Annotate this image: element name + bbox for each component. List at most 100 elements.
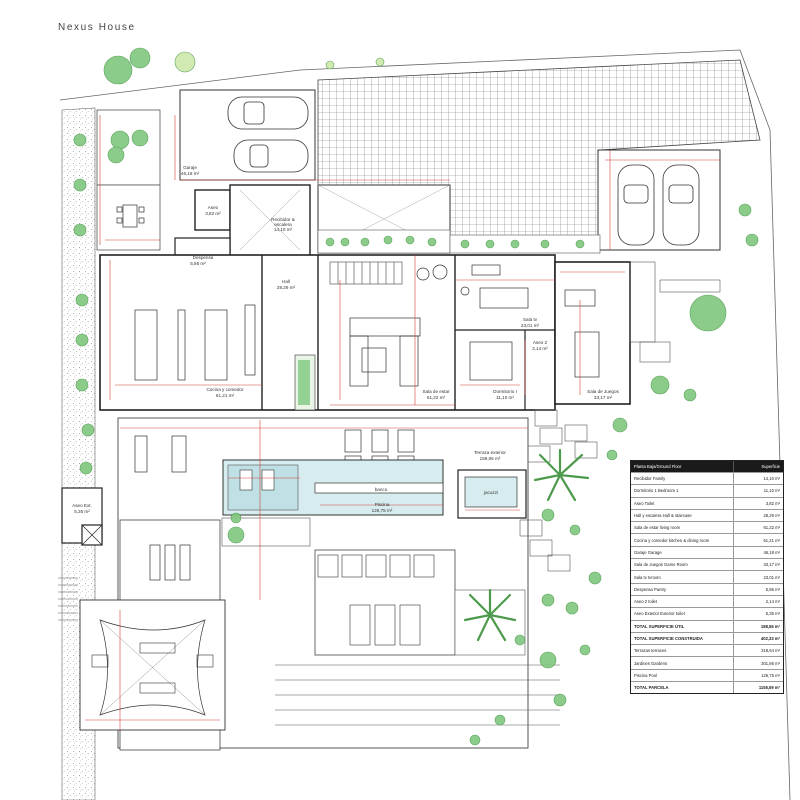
area-table-value: 11,10 m²	[733, 485, 783, 497]
dining-table-outdoor	[116, 204, 145, 228]
area-table-value: 23,01 m²	[733, 571, 783, 583]
room-sala-juegos	[554, 261, 631, 405]
area-table-row: Terrazas terraces 318,64 m²	[631, 644, 783, 657]
area-table-row: Aseo Exterior Exterior toilet 5,35 m²	[631, 607, 783, 620]
area-table-header: Planta Baja/Ground Floor Superficie	[631, 461, 783, 472]
steps-lower	[275, 664, 560, 726]
recibidor-diagonals	[239, 189, 301, 251]
label-aseo-area: 3,82 m²	[205, 211, 221, 216]
stepping-stones	[519, 409, 598, 572]
garage-left	[179, 89, 316, 181]
right-path	[629, 261, 721, 363]
area-table: Planta Baja/Ground Floor Superficie Reci…	[630, 460, 784, 695]
staircase	[329, 261, 403, 285]
garage-right	[597, 149, 721, 251]
label-despensa-area: 5,86 m²	[190, 261, 206, 266]
label-aseo: Aseo	[208, 205, 219, 210]
label-despensa: Despensa	[193, 255, 214, 260]
kitchen-furniture	[134, 304, 256, 381]
area-table-value: 14,10 m²	[733, 473, 783, 485]
area-table-value: 61,21 m²	[733, 534, 783, 546]
area-table-value: 301,86 m²	[733, 657, 783, 669]
label-cocina: Cocina y comedor	[206, 387, 243, 392]
label-banco: banco	[375, 487, 388, 492]
area-table-room: Sala tv tvroom	[634, 574, 661, 580]
label-sala-estar-area: 61,22 m²	[427, 395, 446, 400]
planter-strip-right	[449, 234, 601, 254]
area-table-room: Terrazas terraces	[634, 648, 667, 654]
area-table-header-value: Superficie	[733, 461, 783, 472]
site-boundary	[59, 49, 791, 800]
living-furniture	[349, 264, 448, 387]
area-table-value: 126,75 m²	[733, 669, 783, 682]
area-table-value: 1155,59 m²	[733, 682, 783, 694]
area-table-value: 5,86 m²	[733, 583, 783, 595]
label-aseo-ext-area: 5,35 m²	[74, 509, 90, 514]
plant-icon	[73, 47, 759, 746]
label-dormitorio-area: 11,10 m²	[496, 395, 514, 400]
lower-loungers	[149, 544, 191, 581]
label-hall-area: 28,29 m²	[277, 285, 296, 290]
shade-sail-lines	[99, 619, 206, 716]
dimension-lines	[85, 115, 720, 730]
label-sala-juegos: Sala de Juegos	[587, 389, 619, 394]
label-sala-tv-area: 23,01 m²	[521, 323, 540, 328]
area-table-value: 402,33 m²	[733, 632, 783, 645]
palm-hall-planter	[298, 360, 310, 405]
area-table-room: Despensa Pantry	[634, 586, 667, 592]
terrace-outline	[117, 417, 529, 749]
area-table-room: Sala de estar living room	[634, 525, 681, 531]
area-table-row: Cocina y comedor kitchen & dining room 61…	[631, 533, 783, 546]
label-sala-tv: Sala tv	[523, 317, 538, 322]
area-table-row: TOTAL PARCELA 1155,59 m²	[631, 681, 783, 694]
area-table-room: TOTAL PARCELA	[634, 685, 669, 691]
area-table-room: Dormitorio 1 Bedroom 1	[634, 488, 679, 494]
area-table-room: Hall y escalera Hall & staircase	[634, 513, 692, 519]
area-table-value: 61,22 m²	[733, 522, 783, 534]
label-cocina-area: 61,21 m²	[216, 393, 235, 398]
palm-icon	[463, 448, 590, 642]
area-table-value: 318,64 m²	[733, 645, 783, 657]
label-hall: Hall	[282, 279, 290, 284]
area-table-room: Aseo Exterior Exterior toilet	[634, 611, 685, 617]
area-table-room: Jardines Gardens	[634, 660, 668, 666]
area-table-row: Jardines Gardens 301,86 m²	[631, 656, 783, 669]
label-sala-juegos-area: 33,17 m²	[594, 395, 613, 400]
area-table-value: 28,29 m²	[733, 509, 783, 522]
car-icon	[227, 96, 309, 173]
area-table-room: Recibidor Family	[634, 476, 666, 482]
bench	[314, 482, 444, 494]
label-piscina-area: 126,75 m²	[372, 508, 393, 513]
label-recibidor-2: escalera	[274, 222, 292, 227]
lower-central-loungers	[317, 554, 435, 646]
area-table-row: Hall y escalera Hall & staircase 28,29 m²	[631, 508, 783, 522]
area-table-room: Cocina y comedor kitchen & dining room	[634, 537, 710, 543]
area-table-room: Piscina Pool	[634, 672, 658, 678]
label-aseo-ext: Aseo Ext.	[72, 503, 92, 508]
label-garage: Garaje	[183, 165, 197, 170]
brand-title: Nexus House	[58, 22, 136, 33]
label-piscina: Piscina	[375, 502, 390, 507]
area-table-value: 188,56 m²	[733, 620, 783, 632]
patio-dining	[96, 184, 161, 251]
area-table-room: Garaje Garage	[634, 549, 662, 555]
area-table-row: Dormitorio 1 Bedroom 1 11,10 m²	[631, 484, 783, 497]
lower-lounge-furniture	[91, 642, 214, 694]
area-table-row: Despensa Pantry 5,86 m²	[631, 582, 783, 595]
area-table-header-name: Planta Baja/Ground Floor	[634, 464, 682, 469]
car-icon	[617, 164, 700, 246]
area-table-value: 5,35 m²	[733, 608, 783, 620]
area-table-value: 2,14 m²	[733, 595, 783, 608]
area-table-row: Piscina Pool 126,75 m²	[631, 668, 783, 682]
exterior-stairs	[58, 577, 78, 621]
bedroom-furniture	[469, 341, 513, 381]
garden-upper-left	[96, 109, 161, 186]
tv-room-furniture	[460, 264, 529, 309]
area-table-value: 3,82 m²	[733, 497, 783, 509]
